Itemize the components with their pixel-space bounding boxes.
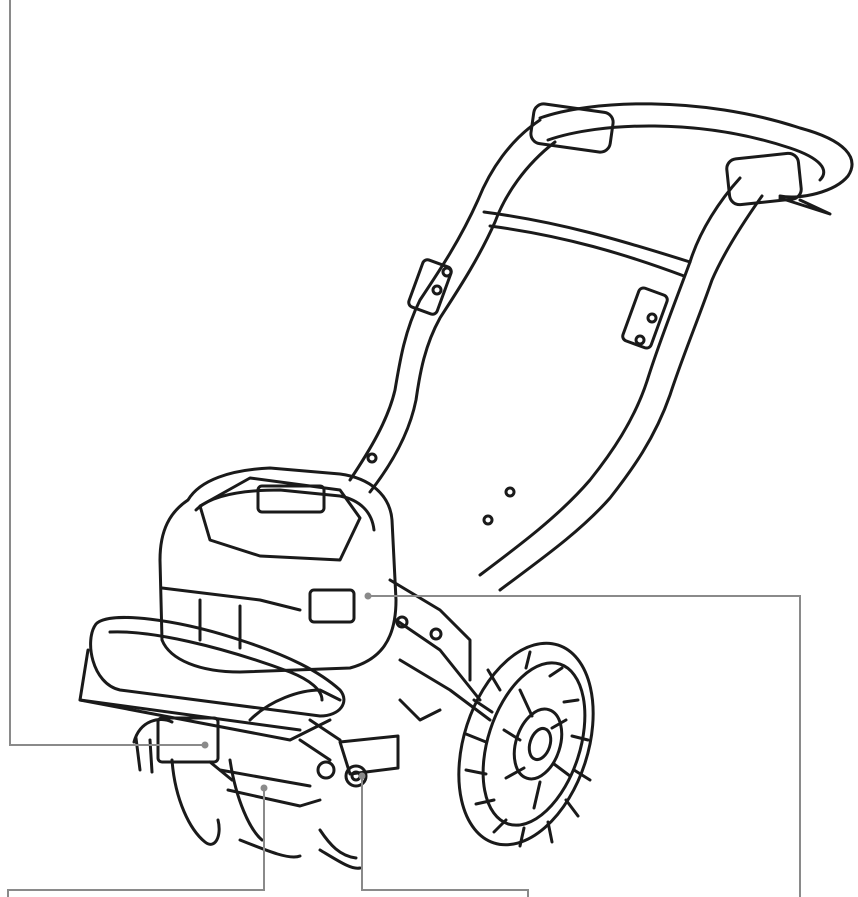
callout-left-leader <box>9 0 205 746</box>
leader-lines <box>7 0 801 897</box>
callout-bottom-middle-leader <box>361 776 529 897</box>
motor-housing <box>158 466 398 674</box>
battery-window <box>256 484 326 514</box>
handle-right-arm <box>478 176 742 577</box>
handle-top-bar <box>538 102 854 199</box>
battery-cover <box>198 476 362 562</box>
wheel <box>457 641 595 848</box>
handle-assembly <box>348 102 854 592</box>
handle-left-arm <box>348 118 542 482</box>
tine-assembly <box>132 688 400 870</box>
left-grip <box>529 102 615 154</box>
callout-bottom-left-leader <box>7 788 265 897</box>
right-grip <box>725 151 803 207</box>
handle-cross-bar <box>482 210 692 264</box>
front-bumper <box>78 615 346 742</box>
callout-right-leader <box>368 595 801 897</box>
